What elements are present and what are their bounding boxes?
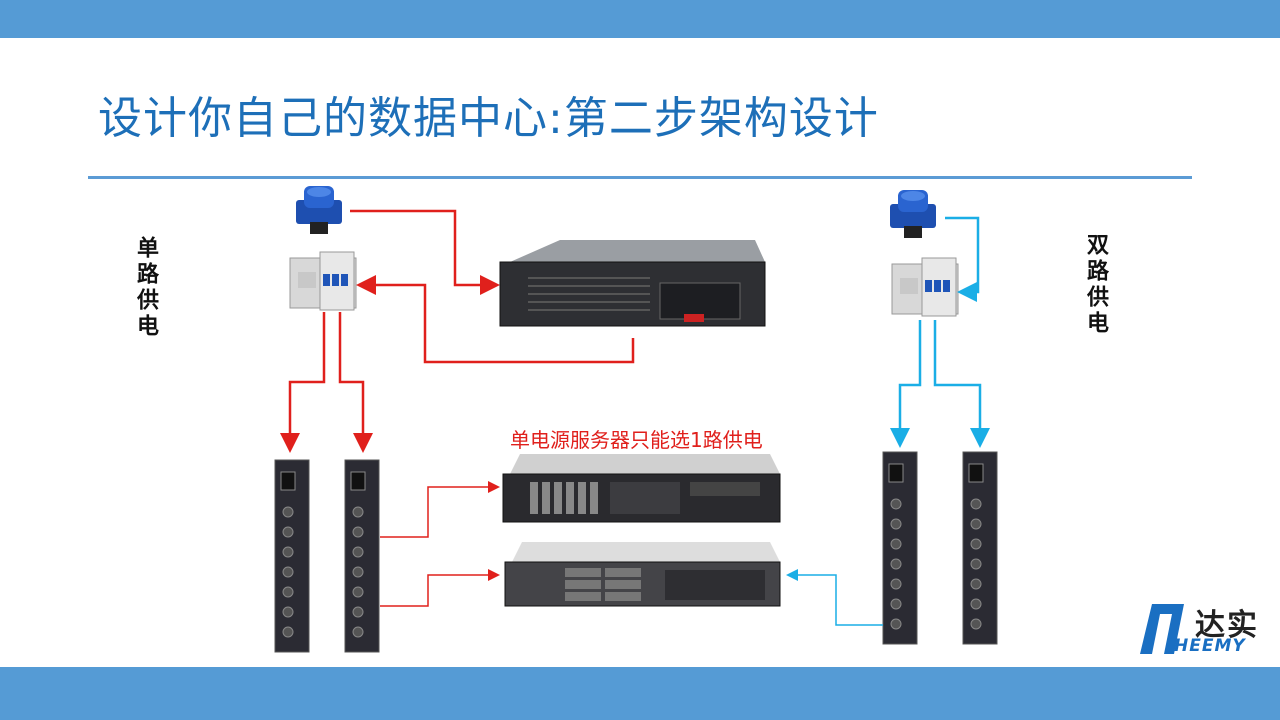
logo-en: HEEMY (1174, 636, 1246, 656)
single-path-label: 单路供电 (133, 236, 158, 340)
heemy-logo: 达实 HEEMY (1138, 600, 1268, 658)
single-path-wires (280, 209, 635, 453)
top-bar (0, 0, 1280, 38)
logo-cn: 达实 (1195, 608, 1259, 643)
ups-unit (499, 240, 766, 327)
bottom-bar (0, 667, 1280, 720)
title-divider (88, 176, 1192, 179)
hp-server (504, 542, 781, 607)
pdu-right-b (962, 451, 998, 645)
pdu-left-b (344, 459, 380, 653)
ibm-server (502, 454, 781, 523)
industrial-plug-left (296, 186, 342, 234)
pdu-left-a (274, 459, 310, 653)
dual-path-label: 双路供电 (1083, 233, 1108, 337)
breaker-right (891, 257, 959, 317)
breaker-left (289, 251, 357, 311)
single-psu-note: 单电源服务器只能选1路供电 (510, 428, 763, 452)
slide-title: 设计你自己的数据中心:第二步架构设计 (98, 93, 879, 144)
dual-path-wires (890, 216, 990, 448)
industrial-plug-right (890, 190, 936, 238)
pdu-right-a (882, 451, 918, 645)
